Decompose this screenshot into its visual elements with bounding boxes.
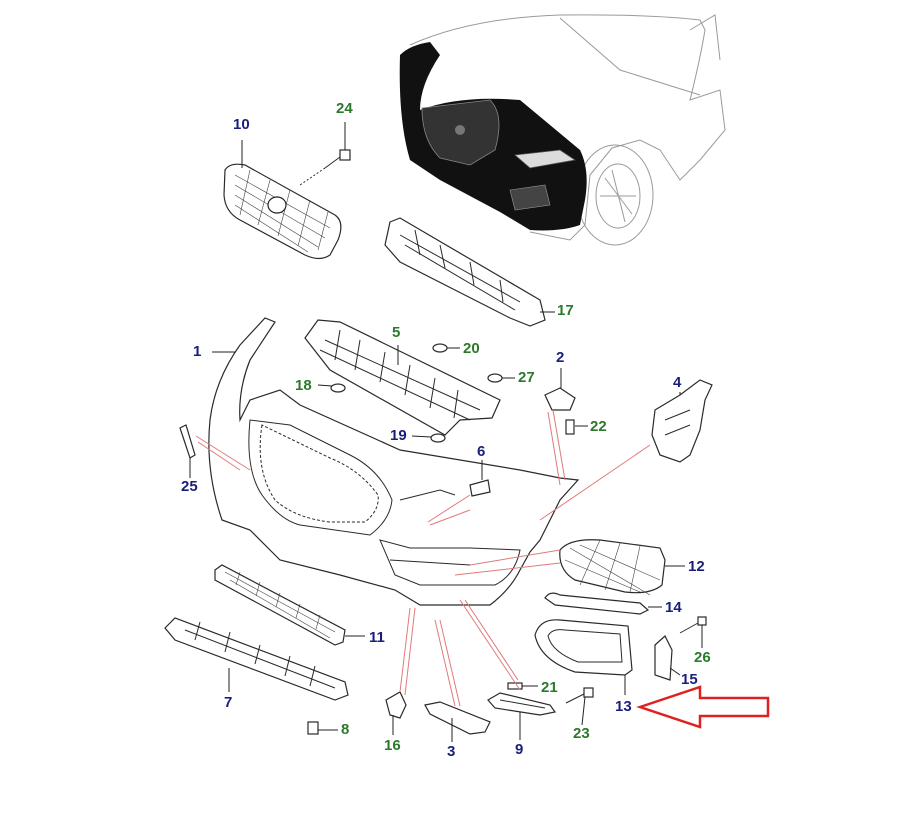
callout-5: 5 bbox=[392, 324, 401, 341]
screw-part-23 bbox=[565, 687, 594, 726]
bracket-part-4 bbox=[651, 379, 713, 463]
strip-part-3 bbox=[424, 701, 491, 742]
callout-7: 7 bbox=[224, 694, 233, 711]
callout-6: 6 bbox=[477, 443, 486, 460]
fastener-part-19 bbox=[411, 433, 446, 443]
reinforcement-part-5 bbox=[304, 319, 501, 436]
cover-part-15 bbox=[654, 635, 681, 681]
callout-18: 18 bbox=[295, 377, 312, 394]
callout-12: 12 bbox=[688, 558, 705, 575]
callout-15: 15 bbox=[681, 671, 698, 688]
trim-part-25 bbox=[179, 424, 196, 478]
callout-27: 27 bbox=[518, 369, 535, 386]
callout-1: 1 bbox=[193, 343, 202, 360]
screw-part-24 bbox=[299, 122, 351, 186]
callout-22: 22 bbox=[590, 418, 607, 435]
bezel-part-13 bbox=[534, 619, 633, 695]
callout-10: 10 bbox=[233, 116, 250, 133]
grille-part-10 bbox=[223, 140, 342, 260]
clip-part-21 bbox=[507, 682, 538, 690]
bracket-part-16 bbox=[385, 691, 407, 735]
callout-16: 16 bbox=[384, 737, 401, 754]
callout-2: 2 bbox=[556, 349, 565, 366]
screw-part-26 bbox=[679, 616, 707, 648]
callout-14: 14 bbox=[665, 599, 682, 616]
callout-11: 11 bbox=[369, 629, 385, 646]
fastener-part-27 bbox=[487, 373, 515, 383]
reference-lines bbox=[195, 409, 651, 707]
callout-3: 3 bbox=[447, 743, 456, 760]
callout-13: 13 bbox=[615, 698, 632, 715]
callout-23: 23 bbox=[573, 725, 590, 742]
fastener-part-18 bbox=[317, 383, 346, 393]
highlight-arrow-icon bbox=[636, 685, 770, 729]
callout-19: 19 bbox=[390, 427, 407, 444]
grille-part-12 bbox=[559, 539, 685, 596]
bolt-part-22 bbox=[565, 419, 588, 435]
callout-26: 26 bbox=[694, 649, 711, 666]
callout-8: 8 bbox=[341, 721, 350, 738]
cover-part-6 bbox=[469, 460, 491, 497]
absorber-part-17 bbox=[384, 217, 555, 327]
vehicle-front-view bbox=[399, 14, 726, 246]
callout-25: 25 bbox=[181, 478, 198, 495]
callout-24: 24 bbox=[336, 100, 353, 117]
callout-17: 17 bbox=[557, 302, 574, 319]
fastener-part-20 bbox=[432, 343, 460, 353]
trim-part-9 bbox=[487, 692, 557, 740]
trim-part-14 bbox=[544, 592, 662, 615]
callout-4: 4 bbox=[673, 374, 682, 391]
clip-part-8 bbox=[307, 721, 338, 735]
callout-9: 9 bbox=[515, 741, 524, 758]
bumper-cover-part-1 bbox=[208, 317, 580, 606]
bracket-part-2 bbox=[544, 368, 576, 411]
callout-21: 21 bbox=[541, 679, 558, 696]
callout-20: 20 bbox=[463, 340, 480, 357]
undertray-part-7 bbox=[164, 617, 349, 701]
lower-grille-part-11 bbox=[214, 564, 365, 646]
